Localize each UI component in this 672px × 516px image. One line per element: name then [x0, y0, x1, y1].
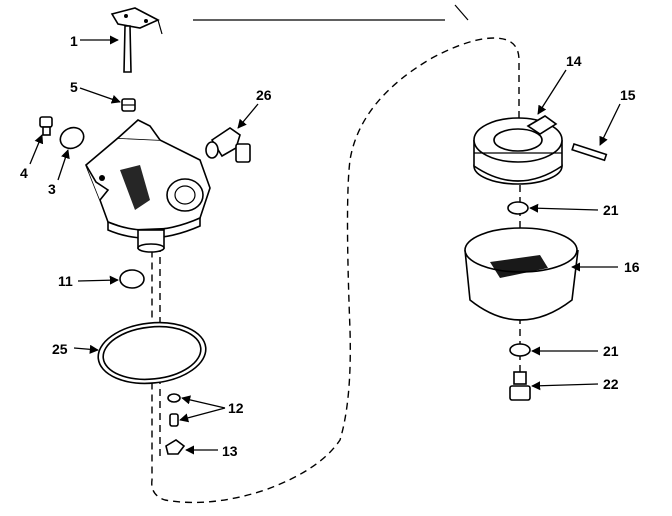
part-21-washer-bottom: [509, 343, 531, 357]
callout-1: 1: [70, 33, 78, 49]
part-14-float: [473, 115, 563, 185]
leader-12-b: [179, 407, 226, 423]
part-26-elbow-fitting: [205, 127, 251, 163]
part-15-pin: [571, 142, 608, 162]
part-22-drain-nut: [509, 371, 531, 401]
leader-22: [531, 381, 599, 391]
top-guide-line-diagonal: [454, 4, 469, 21]
leader-14: [537, 69, 567, 115]
part-4-screw: [39, 116, 53, 136]
part-11-plug: [119, 269, 145, 289]
leader-4: [29, 134, 44, 165]
part-16-float-bowl: [464, 227, 579, 321]
leader-15: [599, 103, 621, 146]
callout-12: 12: [228, 400, 244, 416]
callout-21-bottom: 21: [603, 343, 619, 359]
callout-13: 13: [222, 443, 238, 459]
part-throttle-lever: [110, 7, 163, 73]
part-12-needle-and-washer: [167, 393, 181, 427]
callout-25: 25: [52, 341, 68, 357]
callout-16: 16: [624, 259, 640, 275]
callout-26: 26: [256, 87, 272, 103]
leader-11: [77, 275, 119, 285]
leader-25: [73, 344, 99, 354]
callout-22: 22: [603, 376, 619, 392]
part-21-washer-top: [507, 201, 529, 215]
callout-21-top: 21: [603, 202, 619, 218]
part-3-disc: [59, 126, 85, 150]
assembly-connector-dashed: [151, 37, 520, 504]
callout-3: 3: [48, 181, 56, 197]
part-13-clip: [165, 439, 186, 455]
callout-15: 15: [620, 87, 636, 103]
leader-12-a: [181, 395, 226, 409]
callout-11: 11: [58, 273, 73, 289]
callout-14: 14: [566, 53, 582, 69]
callout-4: 4: [20, 165, 28, 181]
part-carburetor-body: [85, 119, 211, 253]
leader-21-top: [529, 203, 599, 213]
part-25-gasket: [97, 321, 207, 385]
leader-3: [57, 149, 70, 181]
part-5-nut: [121, 98, 136, 112]
leader-5: [79, 87, 121, 104]
callout-5: 5: [70, 79, 78, 95]
leader-26: [237, 103, 259, 129]
